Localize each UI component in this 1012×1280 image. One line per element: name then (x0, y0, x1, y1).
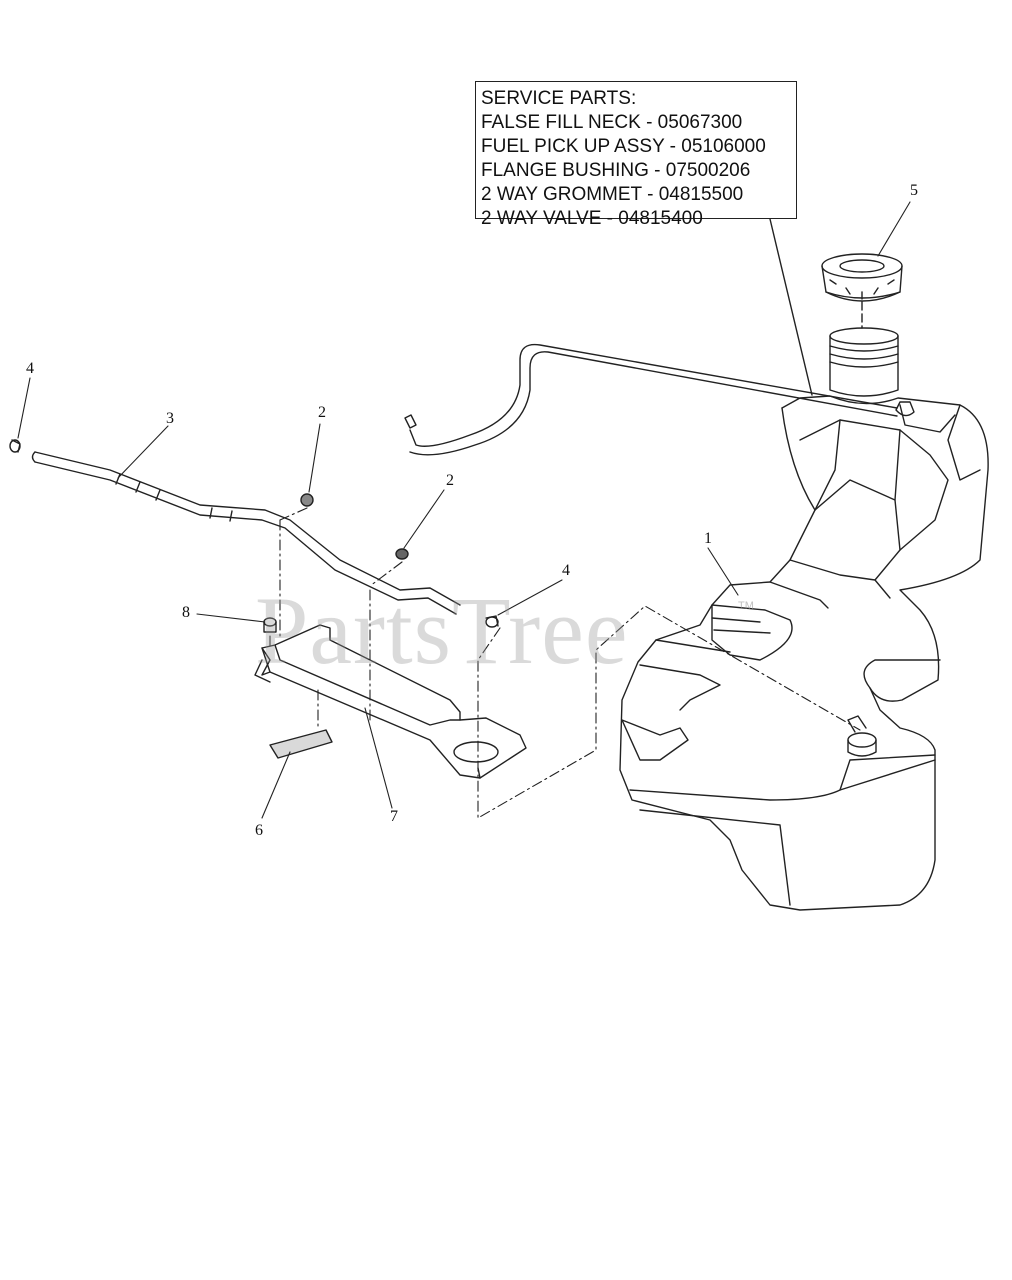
service-part-item: 2 WAY VALVE - 04815400 (481, 208, 703, 229)
service-leader-line (769, 218, 813, 396)
callout-bracket: 7 (390, 808, 398, 825)
line-end-right-part (485, 615, 499, 628)
grommet-lower-part (395, 548, 409, 560)
pad-part (269, 729, 333, 759)
service-part-item: FLANGE BUSHING - 07500206 (481, 160, 751, 181)
callout-cap: 5 (910, 182, 918, 199)
watermark: PartsTree (255, 577, 629, 684)
bracket-part (254, 624, 527, 779)
callout-end-right: 4 (562, 562, 570, 579)
service-part-item: 2 WAY GROMMET - 04815500 (481, 184, 744, 205)
vent-hose-part (404, 343, 898, 456)
service-part-item: FUEL PICK UP ASSY - 05106000 (481, 136, 766, 157)
filler-neck-part (829, 327, 899, 397)
callout-fuel-line: 3 (166, 410, 174, 427)
service-part-item: FALSE FILL NECK - 05067300 (481, 112, 743, 133)
callout-grommet-lower: 2 (446, 472, 454, 489)
fuel-line-part (31, 451, 461, 615)
callout-tank: 1 (704, 530, 712, 547)
line-end-left-part (9, 439, 21, 453)
alignment-lines (269, 507, 861, 819)
callout-end-left: 4 (26, 360, 34, 377)
callout-pad: 6 (255, 822, 263, 839)
service-parts-heading: SERVICE PARTS: (481, 88, 637, 109)
grommet-upper-part (300, 493, 314, 507)
fuel-cap-part (821, 253, 903, 329)
callout-leaders (17, 201, 911, 819)
fuel-tank-part (619, 395, 989, 911)
service-parts-box: SERVICE PARTS: FALSE FILL NECK - 0506730… (475, 81, 797, 229)
callout-grommet-upper: 2 (318, 404, 326, 421)
watermark-trademark: TM (738, 600, 754, 612)
callout-screw: 8 (182, 604, 190, 621)
